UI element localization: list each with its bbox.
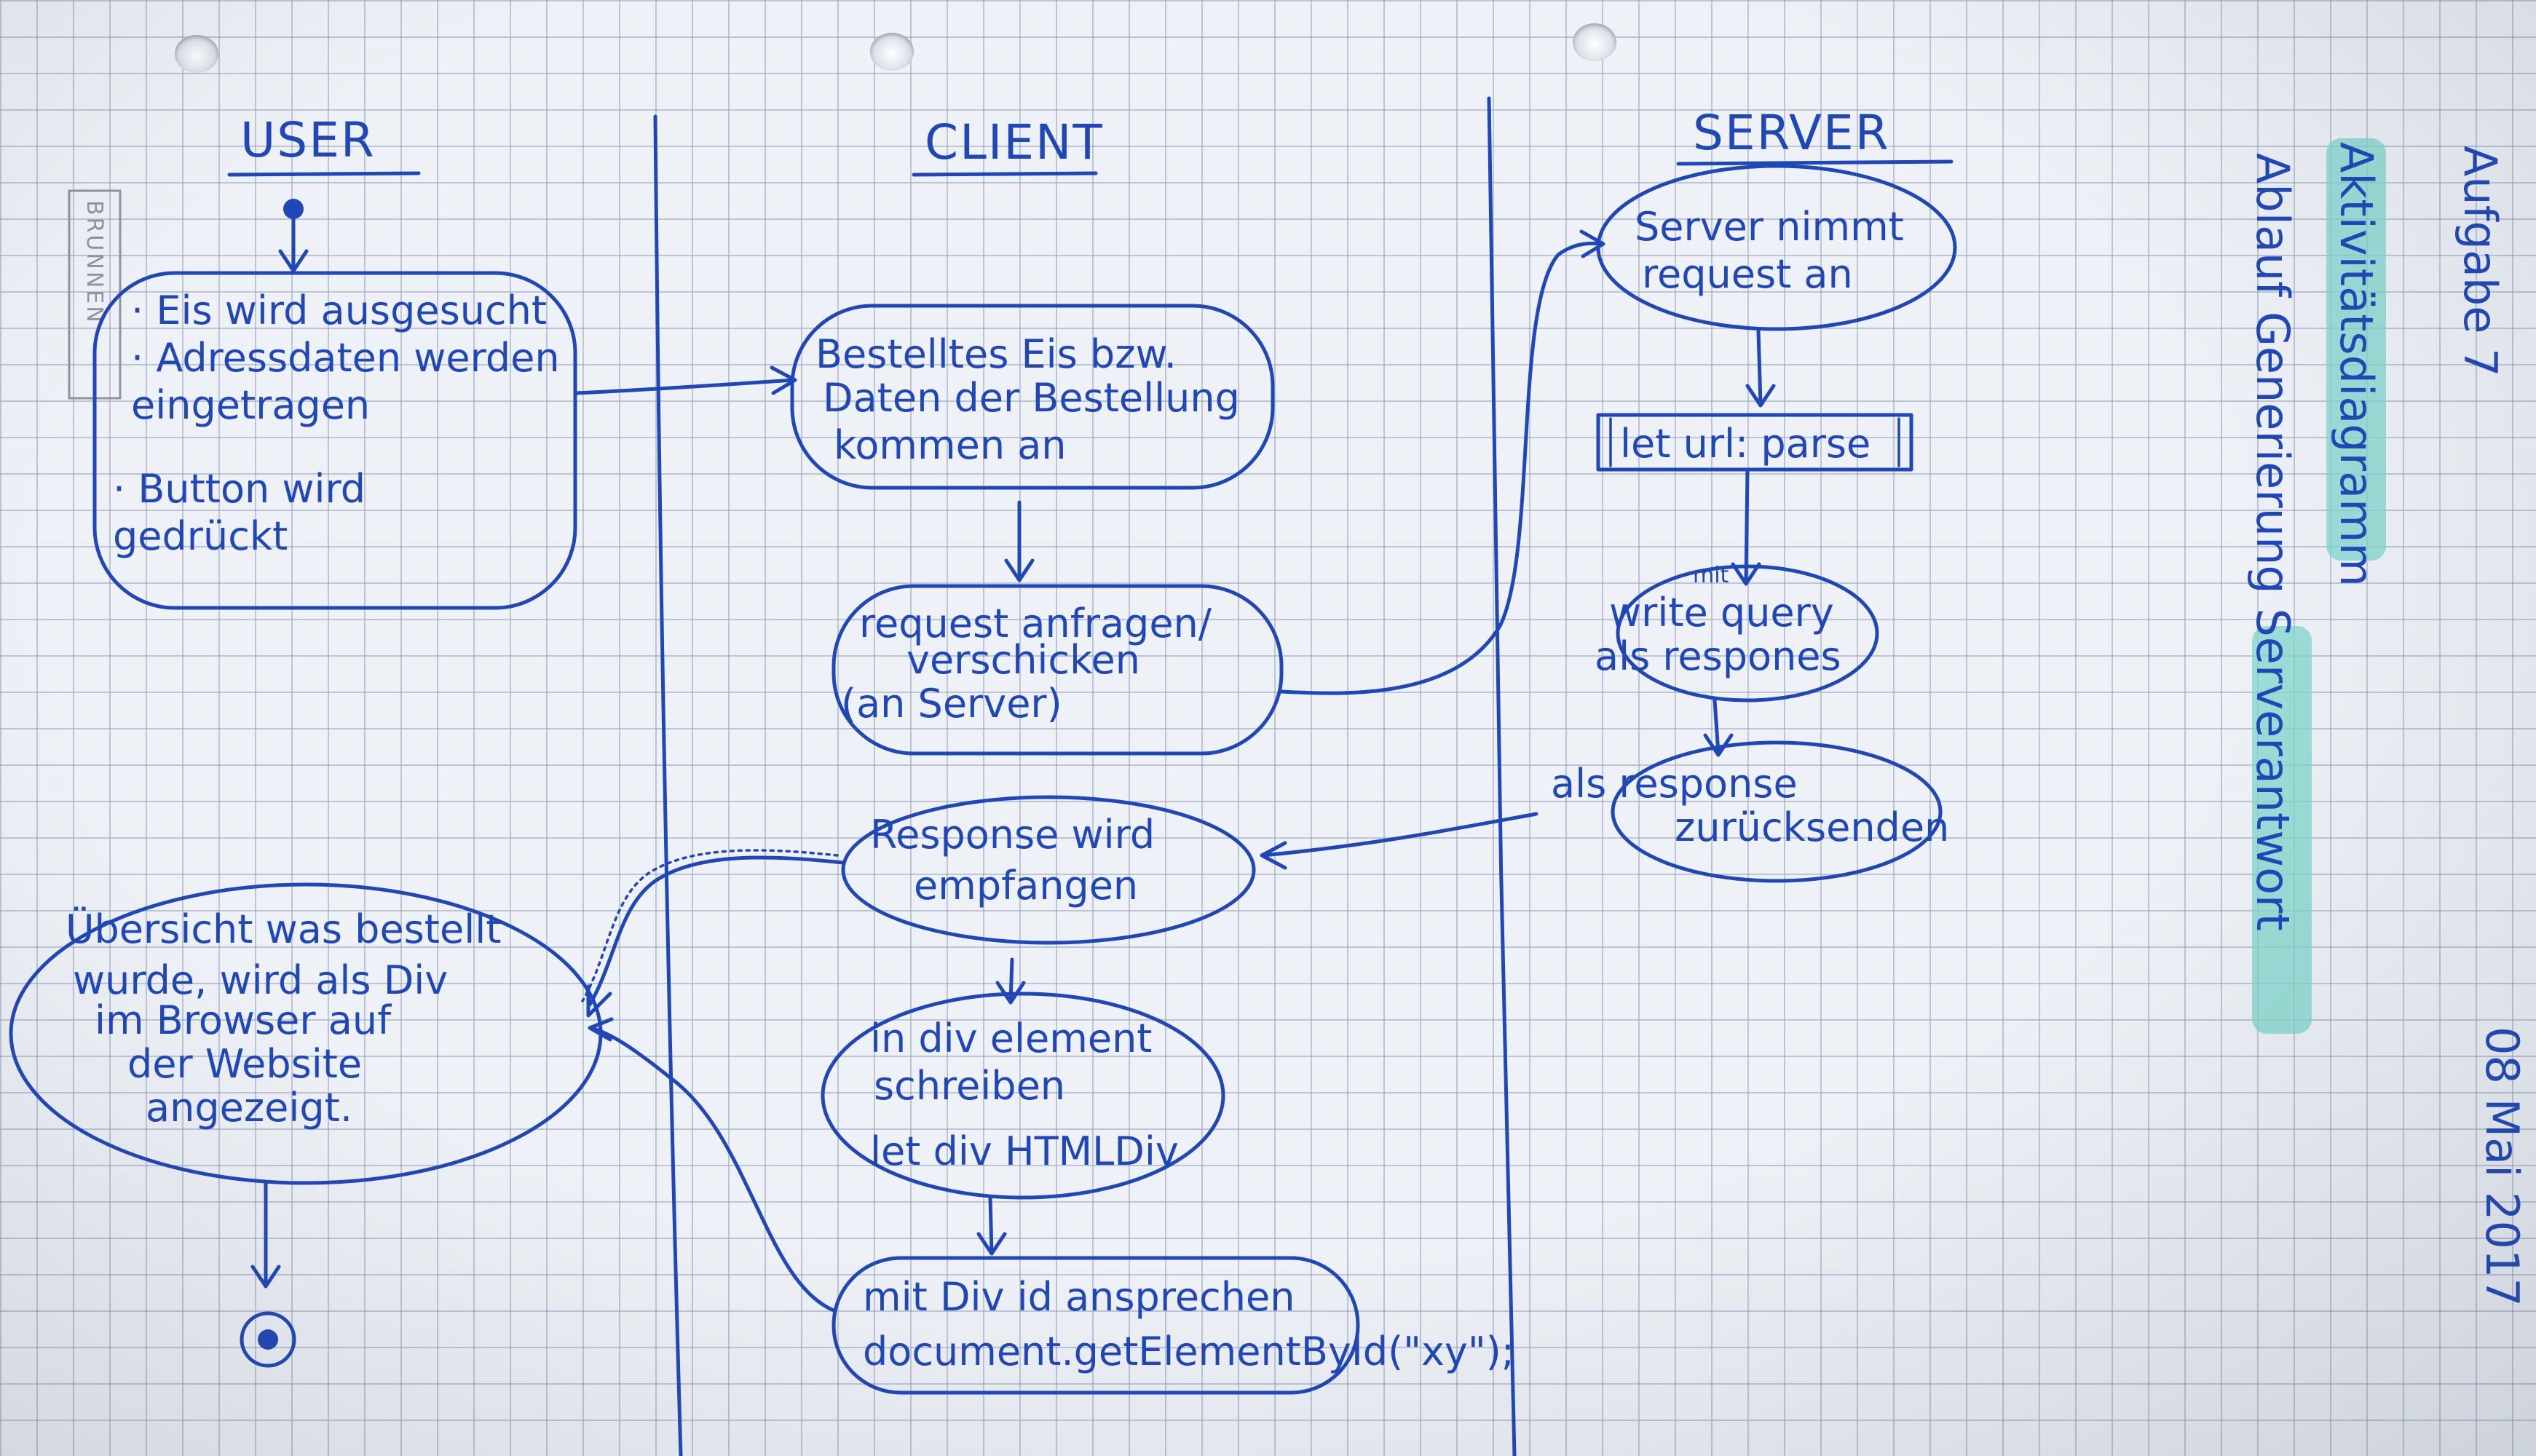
- node-send-back-text: als response zurücksenden: [1551, 761, 1949, 850]
- arrow-div-to-id: [976, 1195, 1007, 1256]
- arrow-response-to-overview: [586, 855, 845, 1018]
- node-user-input: [92, 271, 577, 610]
- highlight-line2: [2252, 626, 2312, 1034]
- lane-header-server-underline: [1676, 159, 1954, 166]
- node-parse: [1596, 413, 1913, 472]
- arrow-send-to-response: [1260, 812, 1538, 870]
- node-div-write: [821, 992, 1225, 1200]
- arrow-to-final: [250, 1181, 281, 1289]
- highlight-line1: [2326, 138, 2386, 561]
- lane-header-client-underline: [912, 171, 1098, 177]
- lane-header-server: SERVER: [1693, 105, 1890, 161]
- node-response-received: [841, 795, 1256, 945]
- arrow-initial: [278, 216, 309, 273]
- node-overview-text: Übersicht was bestellt wurde, wird als D…: [66, 906, 514, 1131]
- node-write-query: [1616, 564, 1879, 703]
- lane-divider-user-client: [653, 114, 683, 1456]
- side-notes: Aufgabe 7 Aktivitätsdiagramm Ablauf Gene…: [2246, 138, 2529, 1307]
- node-response-received-text: Response wird empfangen: [870, 812, 1167, 909]
- node-parse-text: let url: parse: [1620, 421, 1871, 467]
- lane-header-user: USER: [240, 112, 376, 168]
- node-order-arrives-text: Bestelltes Eis bzw. Daten der Bestellung…: [815, 331, 1252, 468]
- node-div-id: [831, 1256, 1360, 1395]
- node-send-request: [831, 584, 1284, 756]
- node-order-arrives: [790, 304, 1275, 490]
- side-line2: Ablauf Generierung Serverantwort: [2246, 153, 2299, 931]
- svg-text:BRUNNEN: BRUNNEN: [82, 200, 107, 325]
- arrow-response-to-overview-hatching: [581, 849, 839, 1002]
- arrow-user-to-client: [573, 365, 797, 395]
- node-write-query-insert: mit: [1693, 563, 1729, 588]
- node-div-id-text: mit Div id ansprechen document.getElemen…: [863, 1274, 1514, 1374]
- lane-divider-client-server: [1487, 96, 1517, 1456]
- node-server-accept-text: Server nimmt request an: [1635, 204, 1916, 297]
- node-send-request-text: request anfragen/ verschicken (an Server…: [841, 601, 1224, 727]
- punch-hole-right: [1573, 23, 1616, 61]
- node-server-accept: [1596, 164, 1957, 331]
- side-title: Aufgabe 7: [2454, 146, 2507, 377]
- side-date: 08 Mai 2017: [2476, 1026, 2529, 1307]
- arrow-write-to-send: [1703, 698, 1734, 757]
- lane-header-client: CLIENT: [925, 114, 1104, 170]
- initial-node: [283, 199, 304, 219]
- final-node-outer: [240, 1311, 296, 1368]
- side-line1: Aktivitätsdiagramm: [2330, 142, 2383, 587]
- final-node-inner: [258, 1329, 278, 1350]
- arrow-order-to-request: [1004, 500, 1035, 582]
- arrow-accept-to-parse: [1745, 329, 1776, 408]
- lane-header-user-underline: [227, 171, 421, 177]
- node-write-query-text: write query als respones: [1595, 590, 1846, 679]
- punch-hole-middle: [870, 33, 914, 71]
- node-user-input-text: · Eis wird ausgesucht · Adressdaten werd…: [113, 288, 572, 559]
- node-div-write-text: in div element schreiben let div HTMLDiv: [870, 1016, 1179, 1174]
- punch-hole-left: [175, 35, 218, 73]
- arrow-parse-to-write: [1731, 467, 1761, 586]
- arrow-divid-to-overview: [588, 1017, 836, 1313]
- arrow-request-to-server: [1279, 229, 1605, 695]
- node-send-back: [1611, 740, 1943, 883]
